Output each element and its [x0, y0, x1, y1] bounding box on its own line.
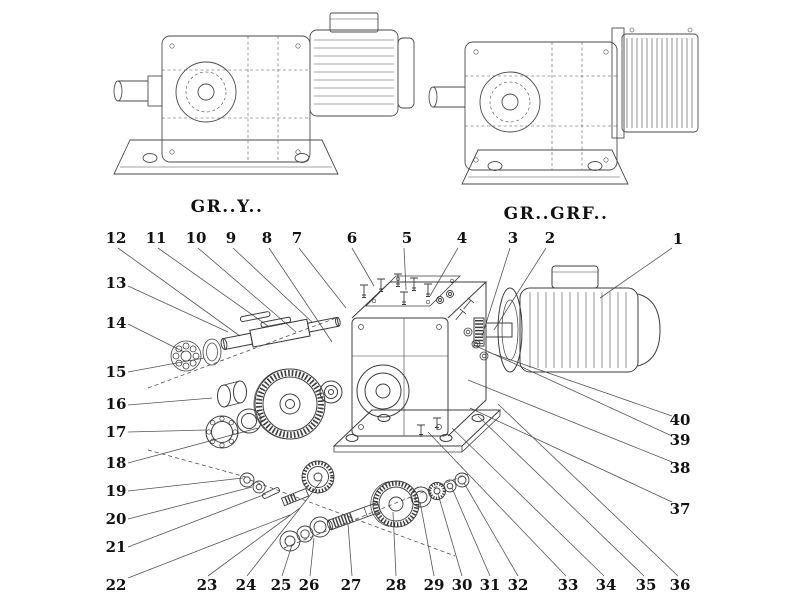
callout-2: 2: [544, 229, 556, 247]
input-shaft-drawing: [220, 311, 341, 350]
callout-4: 4: [456, 229, 468, 247]
construction-lines: [147, 317, 469, 557]
motor-mount-hardware: [455, 297, 489, 361]
callout-26: 26: [298, 576, 320, 594]
callout-3: 3: [507, 229, 519, 247]
callout-24: 24: [235, 576, 257, 594]
callout-17: 17: [105, 423, 127, 441]
callout-21: 21: [105, 538, 127, 556]
callout-6: 6: [346, 229, 358, 247]
callout-5: 5: [401, 229, 413, 247]
callout-36: 36: [669, 576, 691, 594]
gearmotor-foot-illustration: [113, 12, 415, 175]
housing-body: [351, 275, 488, 437]
callout-9: 9: [225, 229, 237, 247]
callout-15: 15: [105, 363, 127, 381]
gear-cluster-drawing: [205, 368, 343, 449]
leader-lines: [117, 247, 679, 579]
callout-14: 14: [105, 314, 127, 332]
cover-bolts: [360, 273, 454, 305]
callout-22: 22: [105, 576, 127, 594]
callout-13: 13: [105, 274, 127, 292]
output-assembly-drawing: [279, 417, 470, 552]
callout-18: 18: [105, 454, 127, 472]
housing-base: [332, 409, 502, 453]
callout-29: 29: [423, 576, 445, 594]
callout-33: 33: [557, 576, 579, 594]
intermediate-parts: [239, 460, 335, 507]
callout-16: 16: [105, 395, 127, 413]
callout-37: 37: [669, 500, 691, 518]
callout-30: 30: [451, 576, 473, 594]
callout-12: 12: [105, 229, 127, 247]
callout-27: 27: [340, 576, 362, 594]
callout-31: 31: [479, 576, 501, 594]
callout-10: 10: [185, 229, 207, 247]
callout-20: 20: [105, 510, 127, 528]
callout-38: 38: [669, 459, 691, 477]
callout-7: 7: [291, 229, 303, 247]
callout-11: 11: [145, 229, 167, 247]
callout-34: 34: [595, 576, 617, 594]
callout-39: 39: [669, 431, 691, 449]
variant-label-left: GR..Y..: [190, 197, 264, 217]
callout-8: 8: [261, 229, 273, 247]
variant-label-right: GR..GRF..: [503, 204, 609, 224]
callout-23: 23: [196, 576, 218, 594]
callout-35: 35: [635, 576, 657, 594]
gearmotor-flange-illustration: [428, 27, 699, 185]
callout-19: 19: [105, 482, 127, 500]
motor-drawing: [473, 265, 661, 373]
callout-28: 28: [385, 576, 407, 594]
callout-25: 25: [270, 576, 292, 594]
seal-and-bearing-cage: [170, 338, 222, 372]
exploded-view-drawing: [147, 265, 661, 557]
callout-32: 32: [507, 576, 529, 594]
callout-1: 1: [672, 230, 684, 248]
callout-40: 40: [669, 411, 691, 429]
